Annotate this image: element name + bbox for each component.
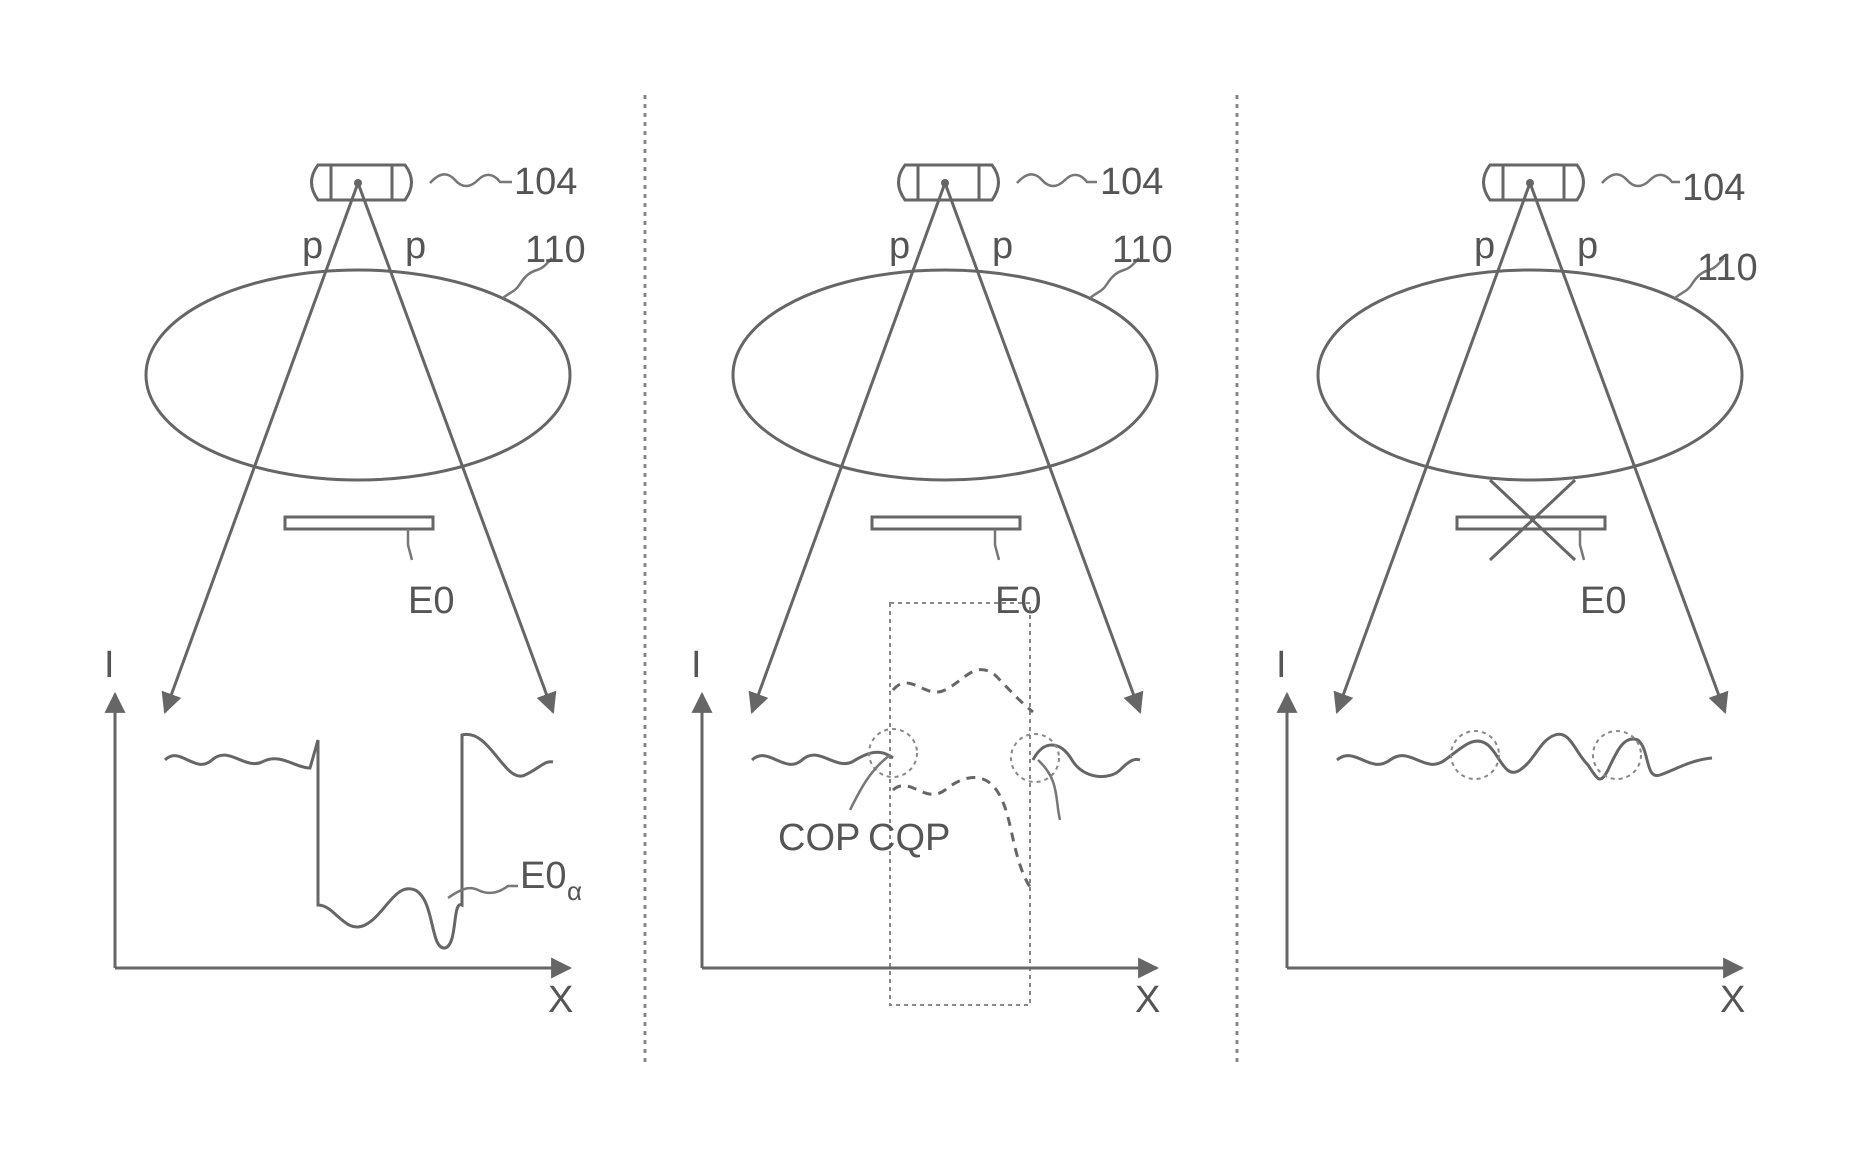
panel-1: 104 p p 110 E0 I X E0 α [104, 161, 586, 1021]
ray-left [165, 183, 358, 712]
y-axis-label: I [104, 644, 115, 686]
leader-104 [1602, 174, 1680, 186]
y-axis-label: I [691, 644, 702, 686]
ray-left [1337, 183, 1530, 712]
profile-label-sub: α [567, 876, 582, 906]
object-label: E0 [995, 580, 1041, 622]
y-axis-label: I [1276, 644, 1287, 686]
lens-label: 110 [525, 229, 586, 271]
ray-label-left: p [302, 225, 323, 267]
source-label: 104 [1682, 167, 1745, 209]
source-label: 104 [514, 161, 577, 203]
intensity-profile [1337, 734, 1712, 779]
point-label-cqp: CQP [868, 817, 950, 859]
lens-label: 110 [1112, 229, 1173, 271]
lens-110 [733, 270, 1157, 480]
shifted-profile-upper [893, 670, 1033, 712]
panel-3: 104 p p 110 E0 I X [1276, 165, 1758, 1021]
highlight-box [890, 603, 1030, 1005]
x-axis-label: X [548, 979, 573, 1021]
object-e0 [872, 517, 1020, 529]
ray-label-right: p [1577, 225, 1598, 267]
leader-e0 [995, 529, 999, 560]
ray-left [752, 183, 945, 712]
ray-label-left: p [889, 225, 910, 267]
object-e0 [285, 517, 433, 529]
lens-label: 110 [1697, 247, 1758, 289]
point-label-cop: COP [778, 817, 860, 859]
x-axis-label: X [1720, 979, 1745, 1021]
x-axis-label: X [1135, 979, 1160, 1021]
lens-110 [1318, 270, 1742, 480]
object-label: E0 [408, 580, 454, 622]
leader-e0 [408, 529, 412, 560]
object-label: E0 [1580, 580, 1626, 622]
ray-right [1530, 183, 1725, 712]
profile-label: E0 [520, 855, 566, 897]
source-label: 104 [1100, 161, 1163, 203]
ray-right [358, 183, 553, 712]
leader-e0 [1580, 529, 1584, 560]
intensity-profile [165, 734, 553, 948]
marker-circle-1 [1451, 731, 1499, 779]
leader-104 [1017, 174, 1097, 186]
leader-cop [850, 755, 890, 810]
leader-104 [430, 174, 512, 186]
ray-label-left: p [1474, 225, 1495, 267]
panel-2: 104 p p 110 E0 I X COP CQP [691, 161, 1173, 1021]
ray-label-right: p [405, 225, 426, 267]
ray-label-right: p [992, 225, 1013, 267]
lens-110 [146, 270, 570, 480]
ray-right [945, 183, 1140, 712]
leader-e0a [448, 886, 518, 898]
